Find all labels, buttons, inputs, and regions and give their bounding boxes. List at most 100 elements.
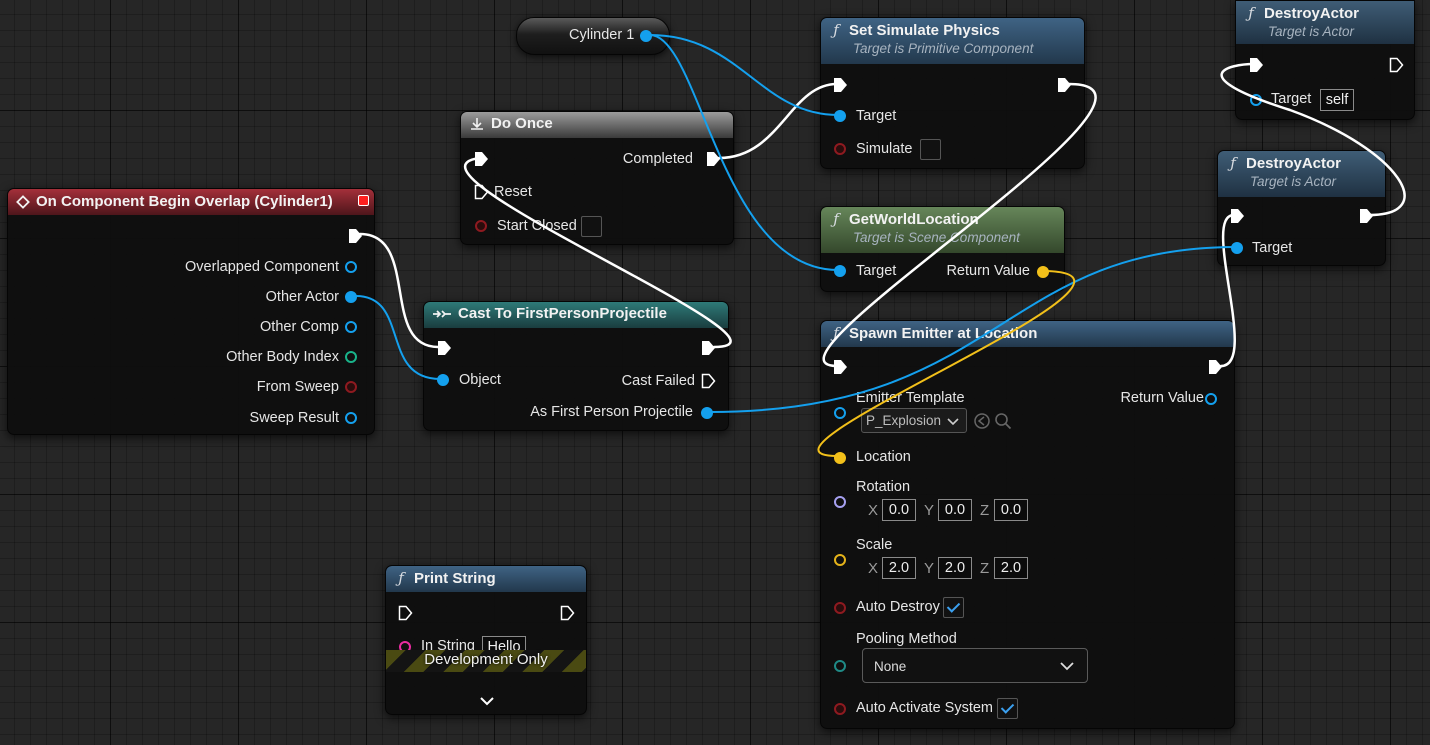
- print-string-title: Print String: [414, 569, 496, 587]
- function-icon: ƒ: [833, 21, 839, 39]
- pooling-method-pin[interactable]: [834, 660, 846, 672]
- simulate-label: Simulate: [856, 141, 913, 157]
- rotation-label: Rotation: [856, 479, 911, 495]
- spawn-return-pin[interactable]: [1205, 393, 1217, 405]
- sweep-result-pin[interactable]: [345, 412, 357, 424]
- other-comp-pin[interactable]: [345, 321, 357, 333]
- do-once-title: Do Once: [491, 115, 553, 132]
- spawn-header: ƒ Spawn Emitter at Location: [821, 321, 1234, 347]
- event-begin-overlap-node[interactable]: On Component Begin Overlap (Cylinder1) O…: [7, 188, 375, 435]
- browse-asset-search-icon[interactable]: [994, 412, 1012, 430]
- emitter-template-dropdown[interactable]: P_Explosion: [861, 408, 967, 433]
- auto-destroy-checkbox[interactable]: [943, 597, 964, 618]
- cast-exec-in-pin[interactable]: [436, 340, 452, 356]
- auto-activate-checkbox[interactable]: [997, 698, 1018, 719]
- cast-exec-out-pin[interactable]: [700, 340, 716, 356]
- spawn-title: Spawn Emitter at Location: [849, 324, 1038, 342]
- destroy2-target-pin[interactable]: [1231, 242, 1243, 254]
- destroy1-exec-in-pin[interactable]: [1248, 57, 1264, 73]
- other-body-index-pin[interactable]: [345, 351, 357, 363]
- cast-output-pin[interactable]: [701, 407, 713, 419]
- function-icon: ƒ: [398, 569, 404, 587]
- cast-icon: [433, 309, 451, 318]
- print-string-exec-in-pin[interactable]: [397, 605, 413, 621]
- event-pin-label: From Sweep: [256, 379, 339, 395]
- set-simulate-exec-out-pin[interactable]: [1056, 77, 1072, 93]
- print-string-header: ƒ Print String: [386, 566, 586, 592]
- do-once-header: Do Once: [461, 112, 733, 138]
- use-selected-asset-icon[interactable]: [973, 412, 991, 430]
- simulate-checkbox[interactable]: [920, 139, 941, 160]
- destroy1-target-pin[interactable]: [1250, 94, 1262, 106]
- cast-failed-label: Cast Failed: [621, 373, 695, 389]
- other-actor-pin[interactable]: [345, 291, 357, 303]
- function-icon: ƒ: [833, 324, 839, 342]
- get-world-return-pin[interactable]: [1037, 266, 1049, 278]
- scale-x-field[interactable]: 2.0: [882, 557, 916, 579]
- rotation-x-field[interactable]: 0.0: [882, 499, 916, 521]
- auto-activate-pin[interactable]: [834, 703, 846, 715]
- expand-chevron-icon[interactable]: [480, 697, 494, 706]
- emitter-template-pin[interactable]: [834, 407, 846, 419]
- destroy2-target-label: Target: [1252, 240, 1293, 256]
- auto-destroy-pin[interactable]: [834, 602, 846, 614]
- destroy1-target-label: Target: [1271, 91, 1312, 107]
- rotation-y-field[interactable]: 0.0: [938, 499, 972, 521]
- set-simulate-exec-in-pin[interactable]: [832, 77, 848, 93]
- do-once-completed-pin[interactable]: [705, 151, 721, 167]
- destroy2-exec-out-pin[interactable]: [1358, 208, 1374, 224]
- scale-pin[interactable]: [834, 554, 846, 566]
- rotation-y-axis-label: Y: [924, 502, 935, 519]
- function-icon: ƒ: [1248, 4, 1254, 22]
- event-pin-label: Sweep Result: [249, 410, 339, 426]
- do-once-reset-pin[interactable]: [473, 184, 489, 200]
- start-closed-checkbox[interactable]: [581, 216, 602, 237]
- destroy2-subtitle: Target is Actor: [1250, 174, 1337, 189]
- start-closed-pin[interactable]: [475, 220, 487, 232]
- do-once-node[interactable]: Do Once Completed Reset Start Closed: [460, 111, 734, 245]
- destroy2-exec-in-pin[interactable]: [1229, 208, 1245, 224]
- get-world-target-pin[interactable]: [834, 265, 846, 277]
- cylinder-variable-node[interactable]: Cylinder 1: [516, 17, 670, 55]
- cast-failed-pin[interactable]: [700, 373, 716, 389]
- get-world-return-label: Return Value: [946, 263, 1030, 279]
- destroy1-exec-out-pin[interactable]: [1388, 57, 1404, 73]
- auto-activate-label: Auto Activate System: [856, 700, 994, 716]
- event-exec-out-pin[interactable]: [347, 228, 363, 244]
- chevron-down-icon: [1060, 662, 1074, 671]
- cast-output-label: As First Person Projectile: [530, 404, 693, 420]
- scale-x-axis-label: X: [868, 560, 879, 577]
- do-once-exec-in-pin[interactable]: [473, 151, 489, 167]
- print-string-exec-out-pin[interactable]: [559, 605, 575, 621]
- rotation-z-field[interactable]: 0.0: [994, 499, 1028, 521]
- pooling-method-dropdown[interactable]: None: [862, 648, 1088, 683]
- rotation-pin[interactable]: [834, 496, 846, 508]
- set-simulate-target-pin[interactable]: [834, 110, 846, 122]
- event-pin-label: Other Actor: [265, 289, 339, 305]
- event-delegate-icon: [358, 195, 369, 206]
- chevron-down-icon: [947, 418, 959, 426]
- set-simulate-title: Set Simulate Physics: [849, 21, 1000, 39]
- overlapped-component-pin[interactable]: [345, 261, 357, 273]
- scale-z-axis-label: Z: [980, 560, 990, 577]
- spawn-exec-out-pin[interactable]: [1207, 359, 1223, 375]
- cast-object-pin[interactable]: [437, 374, 449, 386]
- from-sweep-pin[interactable]: [345, 381, 357, 393]
- get-world-subtitle: Target is Scene Component: [853, 230, 1020, 245]
- location-pin[interactable]: [834, 452, 846, 464]
- scale-y-field[interactable]: 2.0: [938, 557, 972, 579]
- cast-node[interactable]: Cast To FirstPersonProjectile Object Cas…: [423, 301, 729, 431]
- cylinder-output-pin[interactable]: [640, 30, 652, 42]
- spawn-exec-in-pin[interactable]: [832, 359, 848, 375]
- simulate-pin[interactable]: [834, 143, 846, 155]
- scale-z-field[interactable]: 2.0: [994, 557, 1028, 579]
- destroy1-self-field[interactable]: self: [1320, 89, 1354, 111]
- pooling-method-value: None: [874, 659, 907, 674]
